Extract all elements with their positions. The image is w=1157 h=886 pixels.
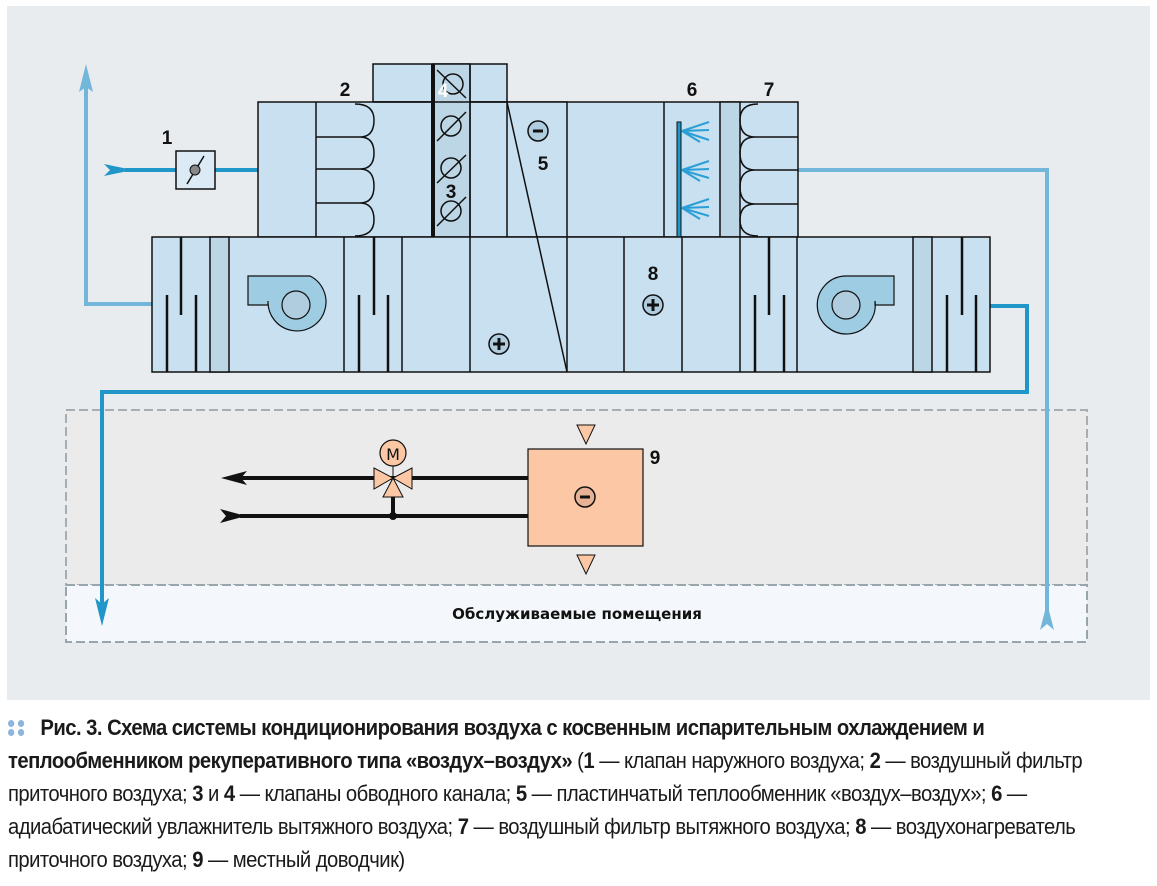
damper-slash [436, 69, 467, 99]
legend-list: 1 — клапан наружного воздуха; 2 — воздуш… [8, 748, 1083, 872]
legend-text: — воздушный фильтр вытяжного воздуха; [468, 814, 856, 839]
served-rooms-zone: Обслуживаемые помещения [65, 584, 1088, 643]
plus-cross [493, 338, 505, 350]
spray-icon [681, 198, 710, 220]
air-out-triangle-icon [576, 554, 596, 576]
legend-number: 9 [192, 847, 203, 872]
exhaust-in-arrow-icon [1040, 603, 1054, 630]
junction-dot [389, 512, 397, 520]
plus-icon [488, 333, 510, 355]
hvac-schematic: Обслуживаемые помещения 1 2 [65, 63, 1088, 643]
silencer-baffles [165, 237, 978, 372]
air-in-triangle-icon [576, 424, 596, 446]
supply-air-arrow-icon [95, 598, 109, 626]
minus-icon [527, 120, 549, 142]
damper-circle [440, 200, 462, 222]
figure-caption: Рис. 3. Схема системы кондиционирования … [8, 711, 1151, 876]
legend-number: 4 [223, 781, 235, 806]
damper-pivot [189, 164, 201, 176]
legend-number: 1 [583, 748, 595, 773]
label-1: 1 [162, 128, 173, 149]
label-9: 9 [650, 448, 661, 469]
humidifier-back [719, 101, 741, 238]
exhaust-return-line [798, 168, 1049, 620]
legend-text: — клапаны обводного канала; [234, 781, 516, 806]
outdoor-air-damper [175, 150, 216, 190]
legend-text: и [202, 781, 224, 806]
legend-text: — воздушный фильтр приточного воздуха; [8, 748, 1083, 806]
exhaust-filter [739, 103, 798, 237]
valve-port [382, 476, 404, 498]
exhaust-fan-icon [816, 275, 895, 335]
spray-icon [681, 121, 710, 143]
three-way-valve-icon [373, 466, 413, 498]
served-rooms-box [65, 584, 1088, 643]
legend-text: — клапан наружного воздуха; [594, 748, 870, 773]
supply-filter [316, 103, 375, 237]
caption-bullet-icon [8, 720, 28, 736]
local-closer-unit [527, 424, 644, 576]
legend-text: — местный доводчик) [202, 847, 405, 872]
figure-panel: Обслуживаемые помещения 1 2 [7, 6, 1150, 700]
motor-label: M [386, 445, 400, 464]
label-4: 4 [438, 81, 449, 102]
figure-number: Рис. 3. [40, 715, 102, 740]
legend-number: 2 [869, 748, 881, 773]
panel-dark-right [912, 236, 933, 373]
water-in-arrow-icon [220, 509, 246, 523]
fan-hub [281, 290, 311, 320]
legend-number: 7 [457, 814, 469, 839]
damper-3c [436, 196, 467, 227]
damper-3a [436, 111, 467, 142]
label-6: 6 [687, 80, 698, 101]
exhaust-outlet-line [84, 80, 153, 306]
outdoor-air-arrow-icon [104, 164, 133, 176]
label-7: 7 [764, 80, 775, 101]
label-5: 5 [538, 154, 549, 175]
legend-number: 8 [855, 814, 866, 839]
supply-line [100, 304, 1029, 610]
humidifier-pad [676, 121, 682, 238]
served-rooms-label: Обслуживаемые помещения [452, 605, 702, 623]
legend-text: — адиабатический увлажнитель вытяжного в… [8, 781, 1027, 839]
damper-circle [440, 115, 462, 137]
valve-port [373, 467, 395, 490]
water-out-arrow-icon [221, 471, 247, 485]
label-3: 3 [446, 182, 457, 203]
legend-text: — пластинчатый теплообменник «воздух–воз… [526, 781, 992, 806]
bypass-dampers [436, 69, 467, 227]
motor-circle [379, 439, 407, 467]
panel-dark-left [209, 236, 230, 373]
paren: ( [572, 748, 584, 773]
supply-fan-icon [247, 275, 327, 332]
spray-icon [681, 160, 710, 182]
legend-number: 6 [991, 781, 1002, 806]
legend-text: — воздухонагреватель приточного воздуха; [8, 814, 1076, 872]
damper-4 [436, 69, 467, 99]
label-8: 8 [648, 264, 659, 285]
valve-port [391, 467, 413, 490]
filter-pleats [354, 103, 375, 237]
spray-nozzles [681, 121, 710, 220]
damper-slash [436, 154, 467, 184]
motor-actuator-icon: M [379, 439, 407, 467]
filter-pleats [739, 103, 759, 237]
label-2: 2 [340, 80, 351, 101]
legend-number: 3 [192, 781, 203, 806]
damper-slash [436, 196, 467, 227]
damper-slash [436, 111, 467, 142]
damper-circle [442, 73, 464, 95]
heater-plus-icon [642, 294, 664, 316]
fan-hub [831, 290, 861, 320]
damper-circle [440, 157, 462, 179]
exhaust-out-arrow-icon [79, 64, 93, 92]
legend-number: 5 [515, 781, 527, 806]
plus-cross [647, 299, 659, 311]
heat-exchanger-plate [506, 101, 568, 373]
figure-title: Схема системы кондиционирования воздуха … [8, 715, 985, 773]
exhaust-air-duct [84, 80, 1049, 620]
damper-3b [436, 154, 467, 184]
